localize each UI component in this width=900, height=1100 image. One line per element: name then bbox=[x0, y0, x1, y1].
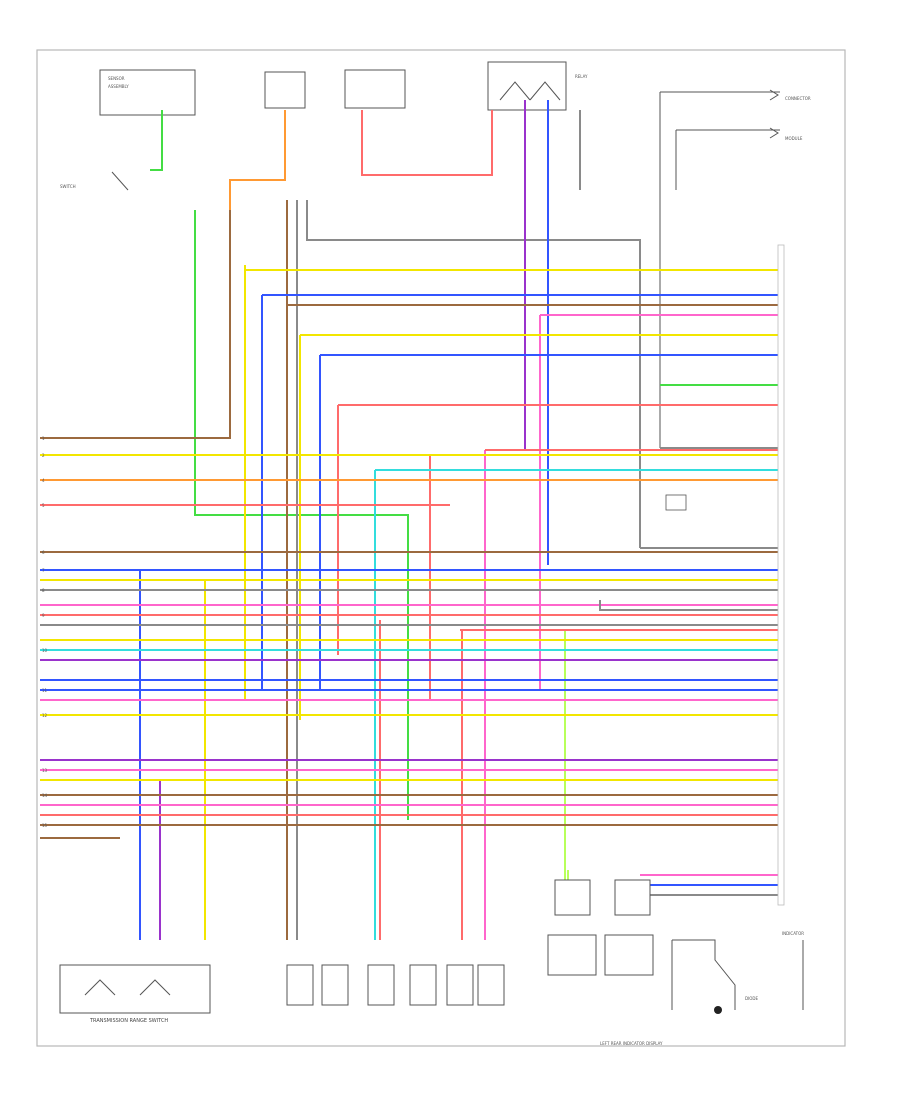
svg-text:1: 1 bbox=[42, 436, 45, 441]
svg-text:8: 8 bbox=[42, 588, 45, 593]
svg-text:CONNECTOR: CONNECTOR bbox=[785, 96, 811, 101]
svg-text:2: 2 bbox=[42, 453, 45, 458]
svg-text:10: 10 bbox=[42, 648, 48, 653]
svg-text:12: 12 bbox=[42, 713, 48, 718]
top-center-modules: RELAY bbox=[264, 61, 588, 111]
svg-text:11: 11 bbox=[42, 688, 48, 693]
svg-text:DIODE: DIODE bbox=[745, 996, 758, 1001]
resistor-box bbox=[665, 494, 687, 511]
svg-text:14: 14 bbox=[42, 793, 48, 798]
svg-text:7: 7 bbox=[42, 568, 45, 573]
bottom-components: TRANSMISSION RANGE SWITCH DIODE INDICATO… bbox=[59, 879, 804, 1046]
svg-text:15: 15 bbox=[42, 823, 48, 828]
left-pin-labels: 1 2 4 5 6 7 8 9 10 11 12 13 14 15 bbox=[42, 436, 48, 828]
svg-text:SWITCH: SWITCH bbox=[60, 184, 76, 189]
svg-text:5: 5 bbox=[42, 503, 45, 508]
svg-text:RELAY: RELAY bbox=[575, 74, 588, 79]
svg-text:SENSOR: SENSOR bbox=[108, 76, 125, 81]
diagram-border bbox=[36, 49, 846, 1047]
horizontal-bus bbox=[40, 269, 780, 896]
svg-text:ASSEMBLY: ASSEMBLY bbox=[108, 84, 129, 89]
top-left-sensor-group: SENSOR ASSEMBLY SWITCH bbox=[60, 69, 196, 191]
led-display-label: LEFT REAR INDICATOR DISPLAY bbox=[600, 1041, 663, 1046]
svg-text:4: 4 bbox=[42, 478, 45, 483]
svg-text:6: 6 bbox=[42, 550, 45, 555]
right-connector-strip bbox=[777, 244, 785, 906]
svg-text:INDICATOR: INDICATOR bbox=[782, 931, 804, 936]
transmission-range-switch-label: TRANSMISSION RANGE SWITCH bbox=[89, 1018, 168, 1024]
svg-text:9: 9 bbox=[42, 613, 45, 618]
svg-text:13: 13 bbox=[42, 768, 48, 773]
top-right-connectors: CONNECTOR MODULE bbox=[659, 89, 811, 448]
svg-text:MODULE: MODULE bbox=[785, 136, 803, 141]
